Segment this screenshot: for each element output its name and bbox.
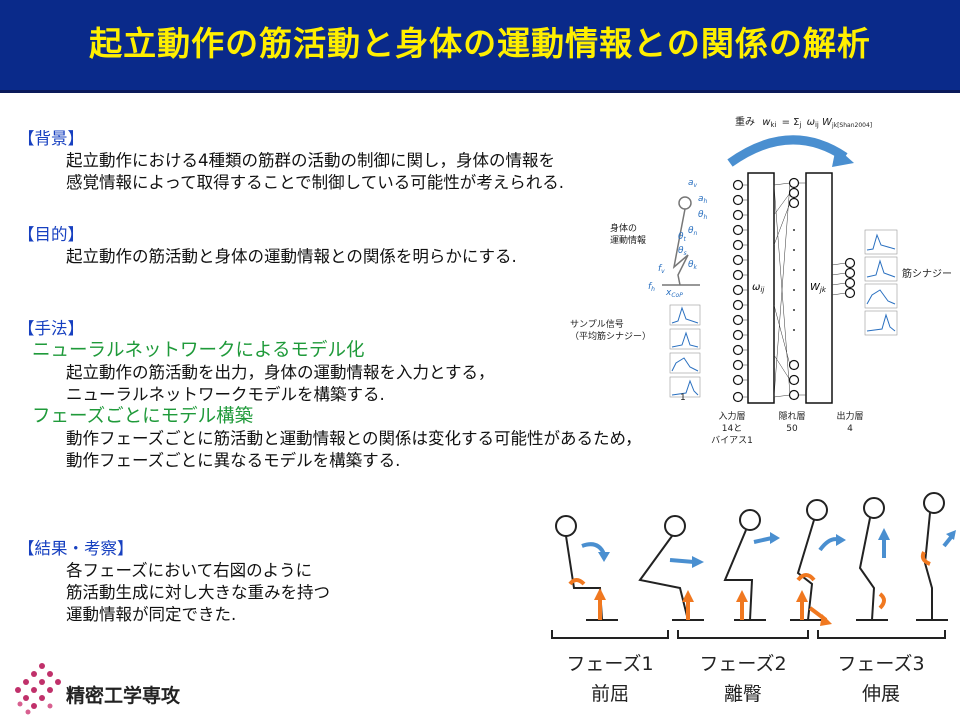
svg-text:av: av xyxy=(688,178,698,189)
phase-name: フェーズ2 xyxy=(699,653,786,675)
phase-brackets xyxy=(551,630,946,639)
method-line: 動作フェーズごとに筋活動と運動情報との関係は変化する可能性があるため， xyxy=(66,429,642,448)
body-variables: av ah θh θn θt θs θk fv fh xCoP xyxy=(648,178,708,299)
result-line: 各フェーズにおいて右図のように xyxy=(66,561,313,580)
method-section: 【手法】 ニューラルネットワークによるモデル化 起立動作の筋活動を出力，身体の運… xyxy=(18,318,642,472)
title-bar: 起立動作の筋活動と身体の運動情報との関係の解析 xyxy=(0,0,960,93)
orange-arrow-heads xyxy=(594,588,832,626)
svg-text:ah: ah xyxy=(698,194,708,205)
input-nodes xyxy=(732,179,744,403)
hidden-weight-box xyxy=(805,172,833,404)
sample-signal-label: サンプル信号 xyxy=(570,318,624,330)
logo-text: 精密工学専攻 xyxy=(66,684,181,707)
output-layer-label: 4 xyxy=(847,424,853,434)
method-line: 起立動作の筋活動を出力，身体の運動情報を入力とする， xyxy=(66,363,495,382)
result-heading: 【結果・考察】 xyxy=(18,539,134,558)
phase-label: 伸展 xyxy=(862,683,900,705)
w-label: Wjk xyxy=(810,282,827,294)
input-layer-label: 入力層 xyxy=(718,410,745,422)
method-sub-neural: ニューラルネットワークによるモデル化 xyxy=(32,340,365,361)
result-line: 運動情報が同定できた. xyxy=(66,605,237,624)
background-line: 起立動作における4種類の筋群の活動の制御に関し，身体の情報を xyxy=(66,151,555,170)
hidden-layer-label: 50 xyxy=(786,424,798,434)
input-weight-box xyxy=(747,172,775,404)
result-section: 【結果・考察】 各フェーズにおいて右図のように 筋活動生成に対し大きな重みを持つ… xyxy=(18,538,330,626)
stick-figures xyxy=(555,492,948,621)
weight-formula: 重み wki = Σj ωij Wjk[Shan2004] xyxy=(735,115,872,130)
svg-text:θk: θk xyxy=(688,260,698,271)
purpose-section: 【目的】 起立動作の筋活動と身体の運動情報との関係を明らかにする. xyxy=(18,224,517,268)
output-layer-label: 出力層 xyxy=(836,410,863,422)
hidden-ellipsis-dots xyxy=(793,229,795,331)
svg-text:θs: θs xyxy=(678,246,687,257)
phase-label: 離臀 xyxy=(724,683,762,705)
neural-network-diagram: 重み wki = Σj ωij Wjk[Shan2004] ωij Wjk xyxy=(570,115,952,446)
svg-text:fv: fv xyxy=(658,264,665,275)
muscle-synergy-label: 筋シナジー xyxy=(902,267,952,280)
svg-text:xCoP: xCoP xyxy=(665,288,683,299)
omega-label: ωij xyxy=(752,282,764,294)
background-heading: 【背景】 xyxy=(18,129,84,148)
logo-dot-grid-icon xyxy=(15,663,61,715)
blue-arrows xyxy=(581,534,954,564)
body-info-label: 身体の xyxy=(610,222,637,234)
sample-signal-label: （平均筋シナジー） xyxy=(570,330,651,342)
synergy-plots xyxy=(864,229,898,336)
method-line: ニューラルネットワークモデルを構築する. xyxy=(66,385,385,404)
phase-label: 前屈 xyxy=(591,683,629,705)
weight-curve-arrow xyxy=(727,135,848,167)
hidden-nodes xyxy=(788,177,800,401)
method-line: 動作フェーズごとに異なるモデルを構築する. xyxy=(66,451,401,470)
output-nodes xyxy=(844,257,856,299)
phase-name: フェーズ1 xyxy=(566,653,653,675)
svg-text:θn: θn xyxy=(688,226,698,237)
department-logo: 精密工学専攻 xyxy=(15,663,181,715)
body-info-label: 運動情報 xyxy=(610,234,646,246)
method-heading: 【手法】 xyxy=(18,319,84,338)
background-line: 感覚情報によって取得することで制御している可能性が考えられる. xyxy=(66,173,564,192)
input-layer-label: バイアス1 xyxy=(711,435,753,446)
phase-name: フェーズ3 xyxy=(837,653,924,675)
purpose-line: 起立動作の筋活動と身体の運動情報との関係を明らかにする. xyxy=(66,247,517,266)
arrow-head-icon xyxy=(832,147,854,167)
svg-text:θh: θh xyxy=(698,210,708,221)
purpose-heading: 【目的】 xyxy=(18,225,84,244)
result-line: 筋活動生成に対し大きな重みを持つ xyxy=(66,583,330,602)
sample-signal-plots xyxy=(669,304,701,398)
phase-figures: フェーズ1 フェーズ2 フェーズ3 前屈 離臀 伸展 xyxy=(551,492,956,705)
background-section: 【背景】 起立動作における4種類の筋群の活動の制御に関し，身体の情報を 感覚情報… xyxy=(18,128,564,194)
blue-arrow-heads xyxy=(598,528,956,568)
bias-one-label: 1 xyxy=(680,393,686,403)
hidden-layer-label: 隠れ層 xyxy=(778,410,805,422)
method-sub-phase: フェーズごとにモデル構築 xyxy=(32,406,254,427)
orange-arrows xyxy=(568,551,931,622)
svg-text:fh: fh xyxy=(648,282,655,293)
page-title: 起立動作の筋活動と身体の運動情報との関係の解析 xyxy=(89,24,871,63)
body-figure xyxy=(662,196,700,286)
input-layer-label: 14と xyxy=(722,423,742,434)
svg-text:θt: θt xyxy=(678,232,687,243)
